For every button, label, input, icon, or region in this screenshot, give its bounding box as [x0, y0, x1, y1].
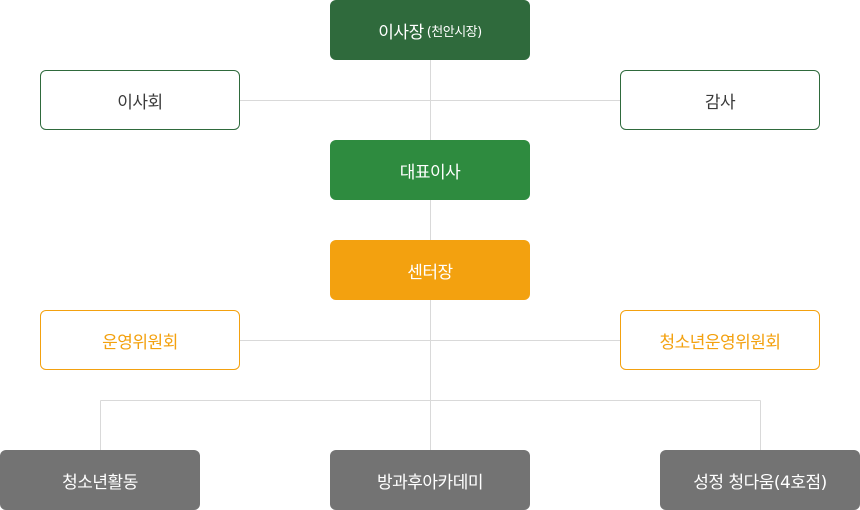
committee-left-box: 운영위원회 [40, 310, 240, 370]
ceo-box: 대표이사 [330, 140, 530, 200]
chairman-note: (천안시장) [426, 24, 482, 40]
auditor-label: 감사 [704, 92, 736, 113]
chairman-title: 이사장 [378, 22, 424, 43]
director-box: 센터장 [330, 240, 530, 300]
committee-right-box: 청소년운영위원회 [620, 310, 820, 370]
ceo-label: 대표이사 [399, 162, 461, 183]
department-label: 방과후아카데미 [377, 472, 483, 493]
committee-right-label: 청소년운영위원회 [659, 332, 781, 353]
director-label: 센터장 [407, 262, 453, 283]
board-label: 이사회 [117, 92, 163, 113]
board-box: 이사회 [40, 70, 240, 130]
committee-left-label: 운영위원회 [102, 332, 178, 353]
department-box-youth-activity: 청소년활동 [0, 450, 200, 510]
department-label: 성정 청다움(4호점) [693, 472, 827, 493]
department-label: 청소년활동 [62, 472, 138, 493]
department-box-after-school-academy: 방과후아카데미 [330, 450, 530, 510]
department-box-seongjeong: 성정 청다움(4호점) [660, 450, 860, 510]
chairman-box: 이사장(천안시장) [330, 0, 530, 60]
auditor-box: 감사 [620, 70, 820, 130]
